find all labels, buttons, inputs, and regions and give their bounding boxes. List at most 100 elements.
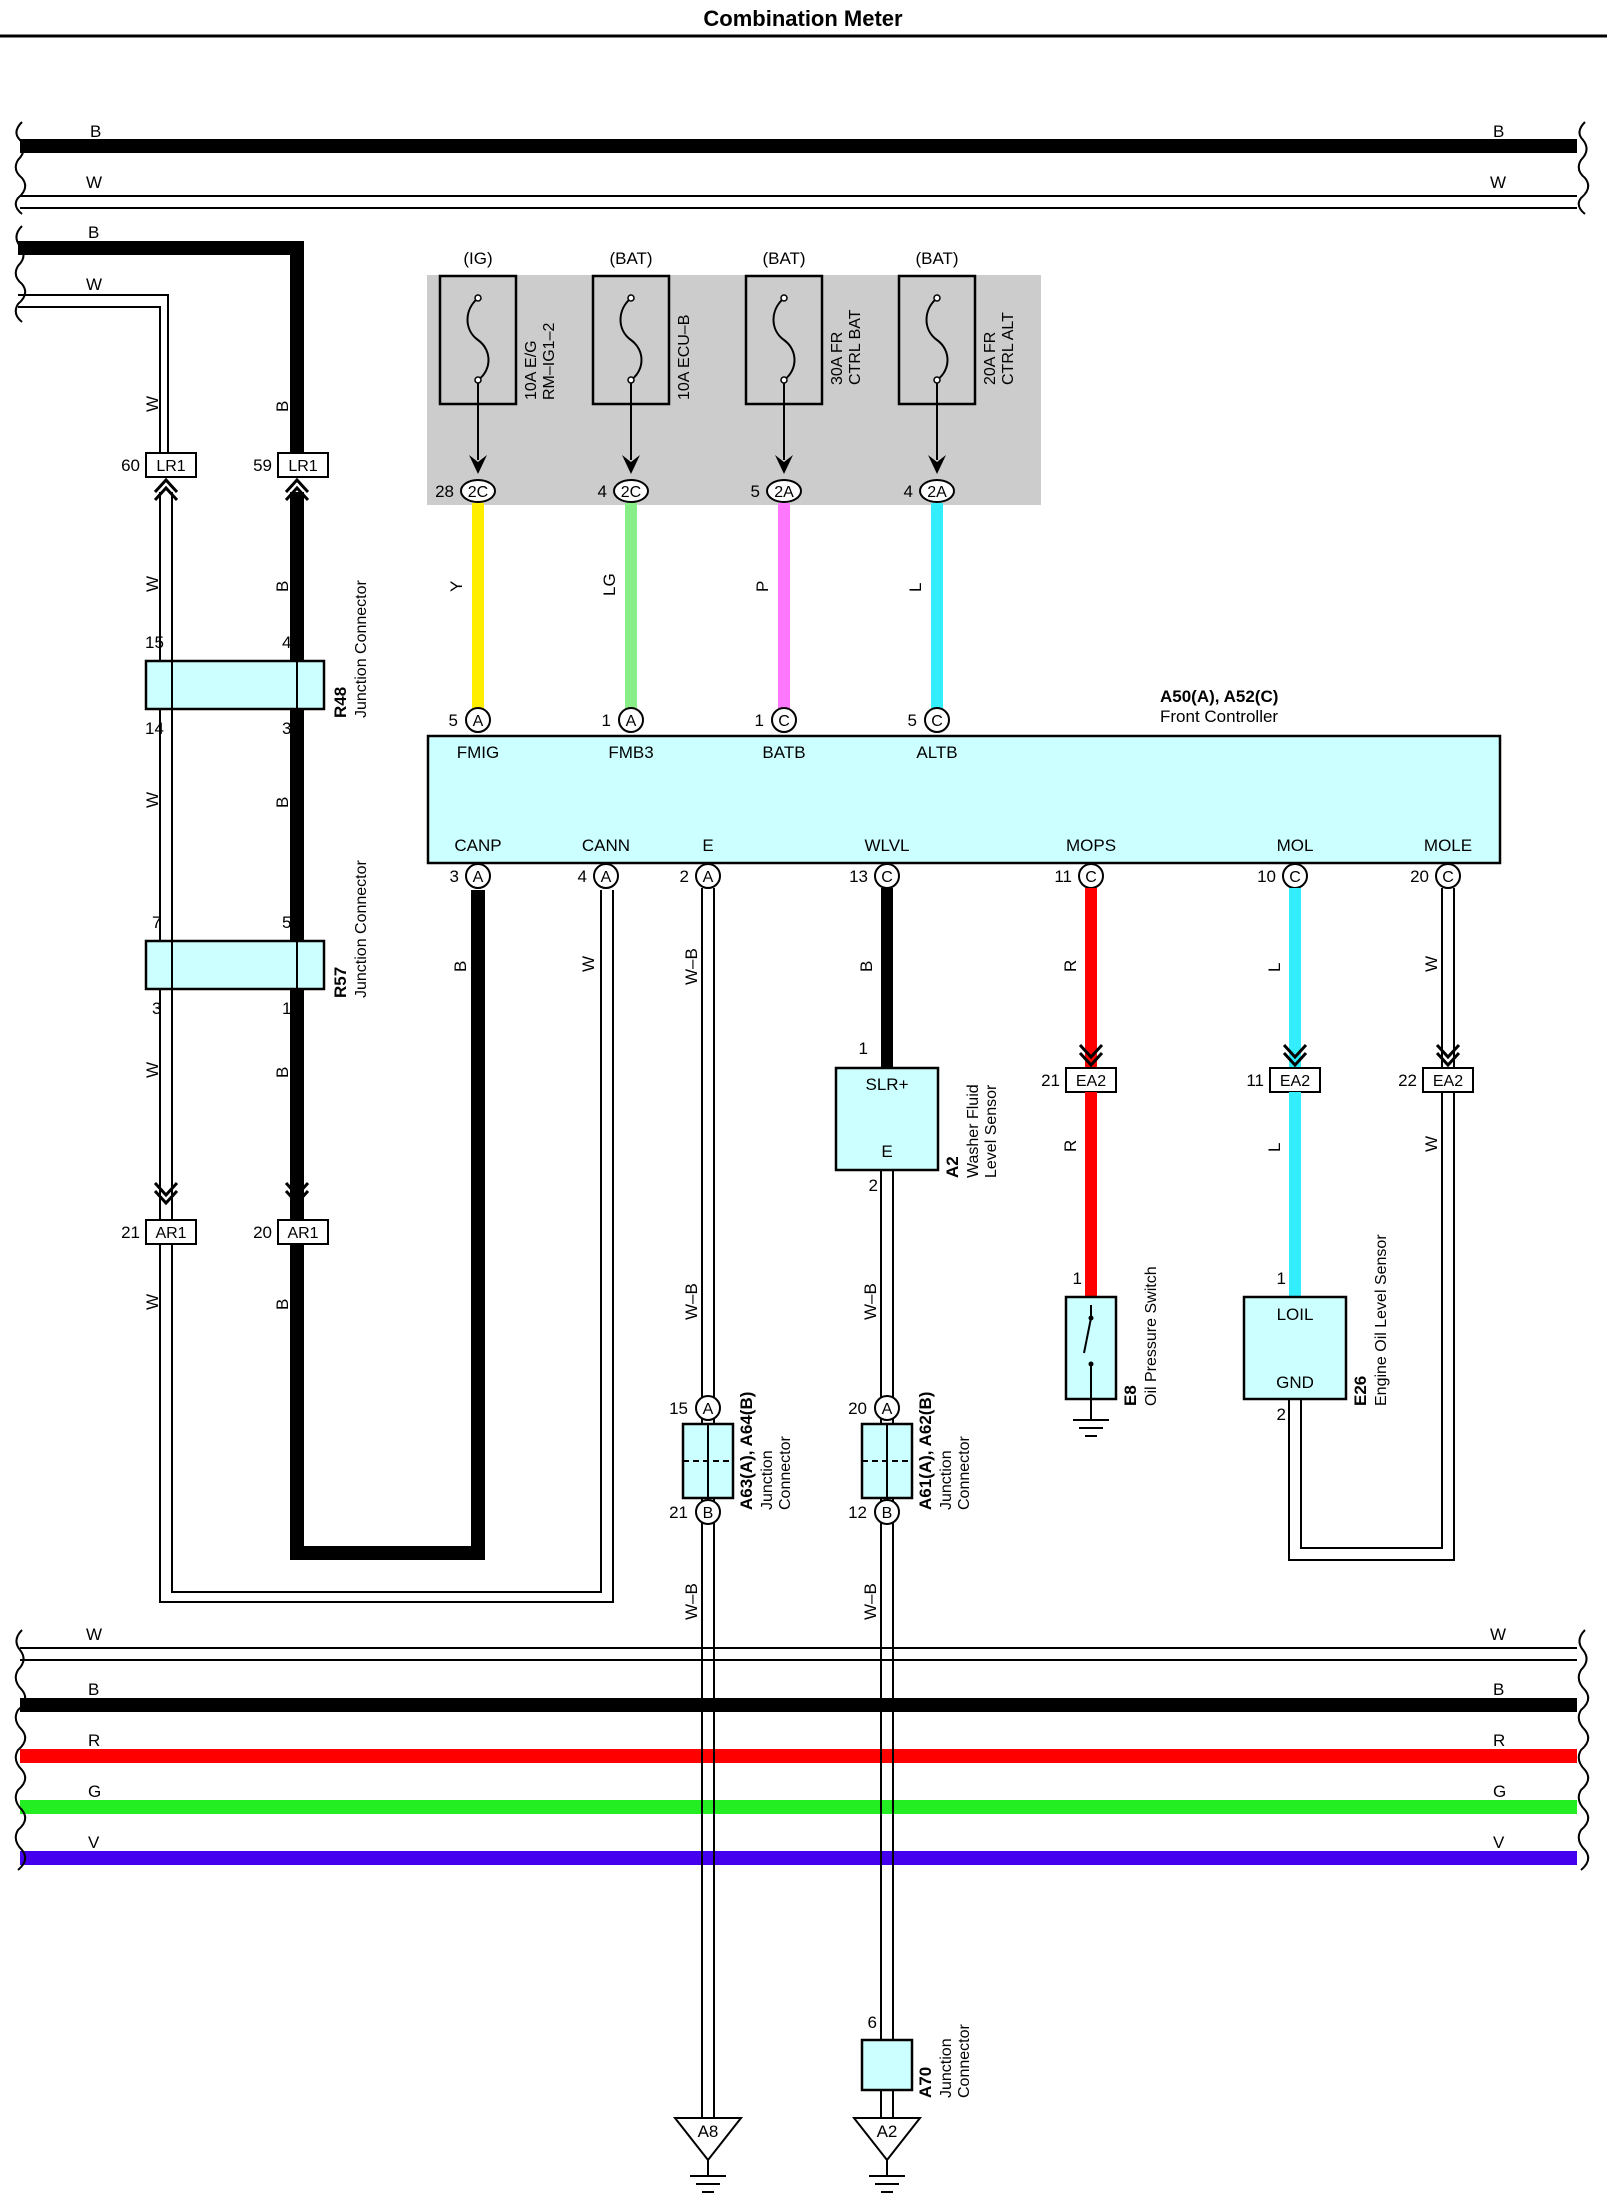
pin-number: 60	[121, 456, 140, 475]
pin-number: 5	[908, 711, 917, 730]
connector-label: EA2	[1280, 1073, 1310, 1090]
connector-label: A	[626, 713, 637, 730]
pin-label: MOPS	[1066, 836, 1116, 855]
pin-number: 4	[598, 482, 607, 501]
component-id: E8	[1121, 1385, 1140, 1406]
component-name: Washer Fluid	[965, 1084, 982, 1178]
pin-number: 21	[121, 1223, 140, 1242]
pin-number: 2	[1277, 1405, 1286, 1424]
diagram-title: Combination Meter	[703, 6, 903, 31]
connector-label: C	[1085, 869, 1097, 886]
fuse-1: (IG) 10A E/G RM–IG1–2	[438, 249, 558, 474]
pin-number: 1	[859, 1039, 868, 1058]
bus-label-b: B	[88, 223, 99, 242]
bus-label-b: B	[1493, 122, 1504, 141]
pin-label: E	[881, 1142, 892, 1161]
chevron-up-icon	[153, 477, 179, 502]
chevron-down-icon	[153, 1181, 179, 1206]
pin-number: 28	[435, 482, 454, 501]
fuse-icon	[772, 297, 796, 381]
connector-label: C	[881, 869, 893, 886]
r57-junction-connector	[144, 939, 326, 991]
wire-color-label: W	[1422, 1136, 1441, 1152]
pin-number: 2	[680, 867, 689, 886]
fuse-rating: 10A E/G	[523, 340, 540, 400]
pin-label: MOLE	[1424, 836, 1472, 855]
pin-number: 5	[449, 711, 458, 730]
connector-label: EA2	[1076, 1073, 1106, 1090]
component-name: Connector	[777, 1436, 794, 1510]
wire-color-label: B	[273, 1299, 292, 1310]
fuse-icon	[466, 297, 490, 381]
e-ground-circuit: W–B W–B W–B A 15 B 21 A63(A), A64(B) Jun…	[669, 888, 794, 2193]
component-id: A70	[916, 2067, 935, 2098]
washer-fluid-level-sensor	[834, 1066, 940, 1172]
pin-number: 1	[1073, 1269, 1082, 1288]
component-name: Junction	[938, 1450, 955, 1510]
connector-label: 2A	[927, 484, 947, 501]
pin-label: LOIL	[1277, 1305, 1314, 1324]
component-name: Junction Connector	[353, 859, 370, 998]
bus-label-g: G	[88, 1782, 101, 1801]
washer-fluid-circuit: B 1 SLR+ E A2 Washer Fluid Level Sensor …	[834, 888, 1000, 2193]
component-id: R57	[331, 967, 350, 998]
bus-label-v: V	[1493, 1833, 1505, 1852]
bus-label-b: B	[88, 1680, 99, 1699]
wire-color-label: R	[1061, 1140, 1080, 1152]
pin-number: 11	[1246, 1071, 1264, 1090]
component-name: Level Sensor	[983, 1084, 1000, 1178]
wire-color-label: B	[273, 1067, 292, 1078]
component-name: Connector	[956, 2024, 973, 2098]
pin-number: 4	[282, 633, 291, 652]
wire-color-label: P	[753, 581, 772, 592]
chevron-down-icon	[284, 1181, 310, 1206]
pin-number: 20	[1410, 867, 1429, 886]
connector-label: AR1	[155, 1225, 186, 1242]
bottom-bus: W W B B R R G G V V	[14, 1625, 1590, 1871]
connector-label: A	[703, 869, 714, 886]
component-name: Engine Oil Level Sensor	[1373, 1234, 1390, 1406]
pin-number: 1	[755, 711, 764, 730]
pin-number: 10	[1257, 867, 1276, 886]
component-id: A2	[943, 1156, 962, 1178]
pin-number: 4	[904, 482, 913, 501]
connector-label: B	[882, 1505, 893, 1522]
arrow-down-icon	[928, 455, 946, 474]
fuse-name: RM–IG1–2	[541, 323, 558, 400]
connector-label: A	[882, 1401, 893, 1418]
wire-color-label: W	[1422, 956, 1441, 972]
connector-label: A	[473, 869, 484, 886]
pin-number: 11	[1054, 867, 1072, 886]
fuse-box	[427, 275, 1041, 505]
pin-label: GND	[1276, 1373, 1314, 1392]
pin-number: 59	[253, 456, 272, 475]
bus-label-w: W	[86, 275, 102, 294]
b-wire-canp	[290, 492, 485, 1560]
left-branch-bus: B W	[14, 223, 304, 460]
component-name: Junction	[938, 2038, 955, 2098]
arrow-down-icon	[469, 455, 487, 474]
bus-label-g: G	[1493, 1782, 1506, 1801]
pin-number: 5	[282, 913, 291, 932]
wire-color-label: L	[1265, 1143, 1284, 1152]
oil-level-circuit: L EA2 11 L 1 LOIL GND 2 E26 Engine Oil L…	[1242, 888, 1474, 1561]
pin-number: 1	[1277, 1269, 1286, 1288]
chevron-down-icon	[1078, 1043, 1104, 1068]
pin-label: E	[702, 836, 713, 855]
fuse-4: (BAT) 20A FR CTRL ALT	[897, 249, 1017, 474]
pin-number: 21	[1041, 1071, 1060, 1090]
bus-label-b: B	[1493, 1680, 1504, 1699]
component-name: Connector	[956, 1436, 973, 1510]
component-id: A61(A), A62(B)	[916, 1392, 935, 1510]
fuse-rating: 10A ECU–B	[676, 315, 693, 400]
bus-label-w: W	[86, 173, 102, 192]
controller-bottom-pins: A 3 A 4 A 2 C 13 C 11 C 10 C 20	[450, 863, 1461, 889]
pin-number: 13	[849, 867, 868, 886]
pin-number: 1	[282, 999, 291, 1018]
wire-color-label: W	[143, 396, 162, 412]
ground-label: A2	[877, 2122, 898, 2141]
pin-label: CANN	[582, 836, 630, 855]
connector-label: B	[703, 1505, 714, 1522]
pin-number: 21	[669, 1503, 688, 1522]
